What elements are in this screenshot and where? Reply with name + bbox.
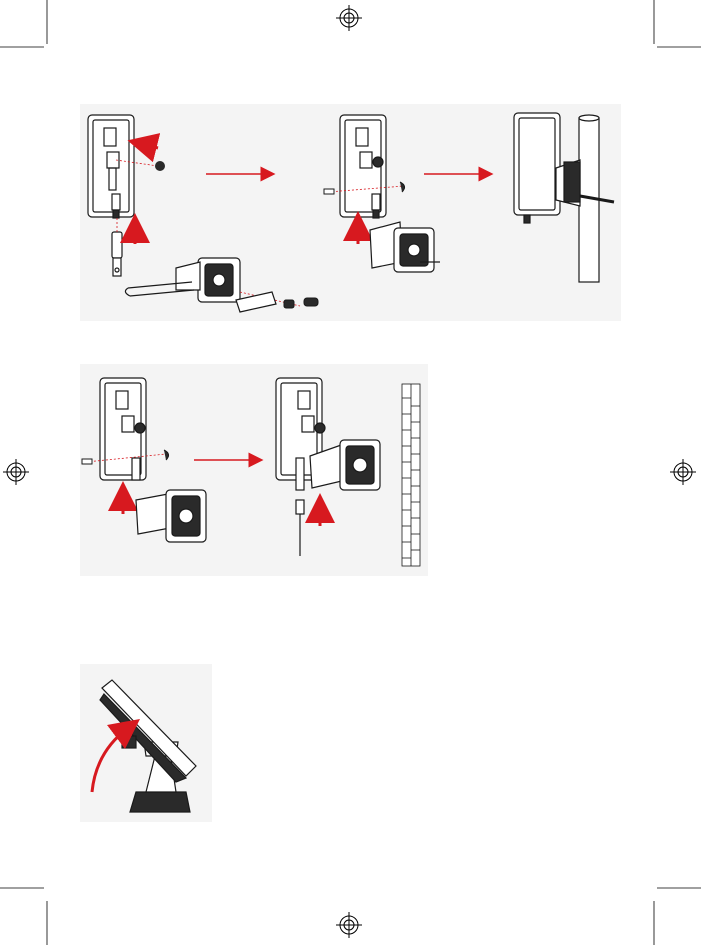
registration-mark-bottom [336,912,362,938]
registration-mark-top [336,5,362,31]
connector-cable-1 [112,232,122,276]
registration-mark-left [3,459,29,485]
antenna-rear-view-1 [88,115,134,218]
connector-cable-2 [296,500,304,556]
mount-bracket-2 [370,222,440,272]
knob-icon [155,161,165,171]
antenna-rear-view-2 [340,115,386,218]
bolts [284,298,318,308]
wall-mount-illustration [82,378,420,566]
pole-mount-illustration [88,113,614,312]
tilted-antenna [100,680,196,782]
antenna-rear-view-3 [100,378,146,480]
wall-bracket-1 [136,490,206,542]
tilt-adjustment-illustration [92,680,196,812]
clamp-plate [236,292,276,312]
registration-mark-right [670,459,696,485]
mount-bracket-1 [176,258,240,302]
brick-wall [402,384,420,566]
arrow-left-icon [142,144,158,148]
